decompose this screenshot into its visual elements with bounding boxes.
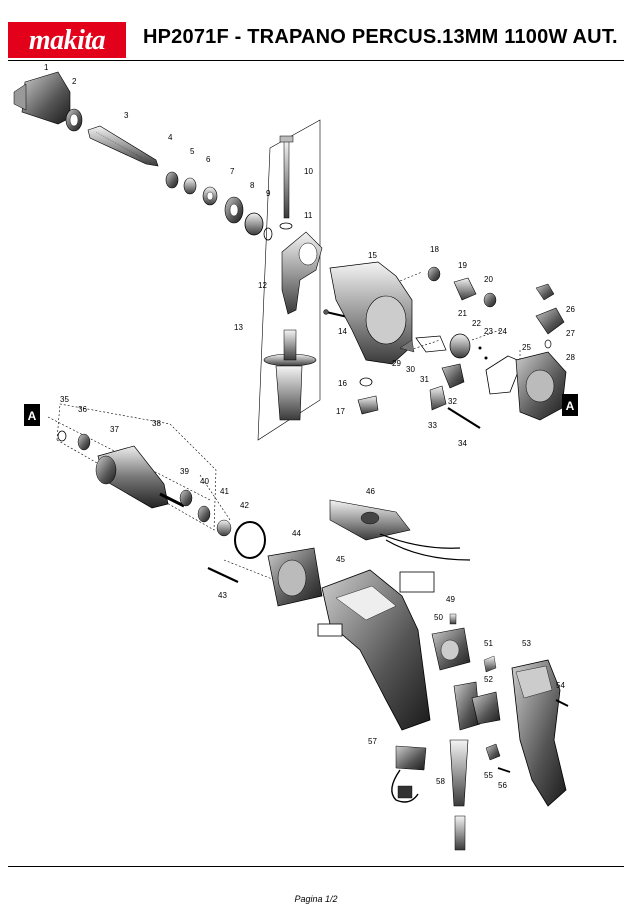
part-label-18: 18	[430, 245, 439, 254]
part-label-41: 41	[220, 487, 229, 496]
part-label-34: 34	[458, 439, 467, 448]
part-label-28: 28	[566, 353, 575, 362]
part-gear-housing	[329, 261, 413, 365]
reference-marker-left: A	[24, 404, 40, 426]
part-brush-holder	[431, 627, 471, 671]
part-label-11: 11	[304, 211, 313, 220]
part-label-15: 15	[368, 251, 377, 260]
part-label-19: 19	[458, 261, 467, 270]
part-gear-cover	[515, 351, 567, 421]
part-label-56: 56	[498, 781, 507, 790]
part-label-16: 16	[338, 379, 347, 388]
part-label-17: 17	[336, 407, 345, 416]
part-label-13: 13	[234, 323, 243, 332]
part-label-1: 1	[44, 63, 49, 72]
part-label-2: 2	[72, 77, 77, 86]
part-label-7: 7	[230, 167, 235, 176]
part-motor-housing	[321, 569, 431, 731]
part-label-36: 36	[78, 405, 87, 414]
header-divider	[8, 60, 624, 61]
part-spindle	[87, 125, 159, 167]
part-label-31: 31	[420, 375, 429, 384]
part-label-33: 33	[428, 421, 437, 430]
part-label-5: 5	[190, 147, 195, 156]
part-switch	[453, 681, 501, 731]
part-armature	[95, 445, 185, 509]
part-cord-guard	[449, 739, 469, 851]
part-field	[267, 547, 323, 607]
part-label-39: 39	[180, 467, 189, 476]
part-label-26: 26	[566, 305, 575, 314]
part-power-cord	[391, 745, 427, 803]
part-label-58: 58	[436, 777, 445, 786]
part-label-45: 45	[336, 555, 345, 564]
part-label-9: 9	[266, 189, 271, 198]
part-label-30: 30	[406, 365, 415, 374]
part-handle-cover	[511, 659, 567, 807]
part-label-51: 51	[484, 639, 493, 648]
part-label-44: 44	[292, 529, 301, 538]
part-label-8: 8	[250, 181, 255, 190]
part-label-38: 38	[152, 419, 161, 428]
part-side-handle-clamp	[281, 231, 323, 315]
part-label-46: 46	[366, 487, 375, 496]
part-label-54: 54	[556, 681, 565, 690]
marker-a-right: A	[566, 399, 575, 413]
part-label-21: 21	[458, 309, 467, 318]
part-label-40: 40	[200, 477, 209, 486]
part-label-35: 35	[60, 395, 69, 404]
part-label-32: 32	[448, 397, 457, 406]
part-label-10: 10	[304, 167, 313, 176]
marker-a-left: A	[28, 409, 37, 423]
footer-divider	[8, 866, 624, 867]
part-number-labels: 1 2 3 4 5 6 7 8 9 10 11 12 13 14 15 16 1…	[44, 63, 575, 790]
part-chuck	[13, 71, 71, 125]
part-label-37: 37	[110, 425, 119, 434]
part-label-55: 55	[484, 771, 493, 780]
part-label-3: 3	[124, 111, 129, 120]
part-label-4: 4	[168, 133, 173, 142]
page-number: Pagina 1/2	[294, 894, 338, 904]
part-switch-plate	[329, 499, 471, 561]
page-title: HP2071F - TRAPANO PERCUS.13MM 1100W AUT.	[143, 26, 618, 48]
part-label-6: 6	[206, 155, 211, 164]
makita-logo: makita	[8, 22, 126, 58]
part-depth-rod	[279, 135, 294, 219]
part-label-49: 49	[446, 595, 455, 604]
part-label-20: 20	[484, 275, 493, 284]
part-label-43: 43	[218, 591, 227, 600]
part-label-42: 42	[240, 501, 249, 510]
part-side-handle	[263, 329, 317, 421]
part-label-29: 29	[392, 359, 401, 368]
exploded-parts-diagram: A A	[13, 63, 578, 851]
part-label-57: 57	[368, 737, 377, 746]
reference-marker-right: A	[562, 394, 578, 416]
part-label-12: 12	[258, 281, 267, 290]
part-label-23: 23	[484, 327, 493, 336]
part-label-25: 25	[522, 343, 531, 352]
part-label-52: 52	[484, 675, 493, 684]
part-label-24: 24	[498, 327, 507, 336]
part-label-50: 50	[434, 613, 443, 622]
part-label-14: 14	[338, 327, 347, 336]
part-label-27: 27	[566, 329, 575, 338]
part-label-22: 22	[472, 319, 481, 328]
brand-wordmark: makita	[28, 25, 106, 56]
page-header: makita HP2071F - TRAPANO PERCUS.13MM 110…	[0, 0, 632, 62]
part-label-53: 53	[522, 639, 531, 648]
